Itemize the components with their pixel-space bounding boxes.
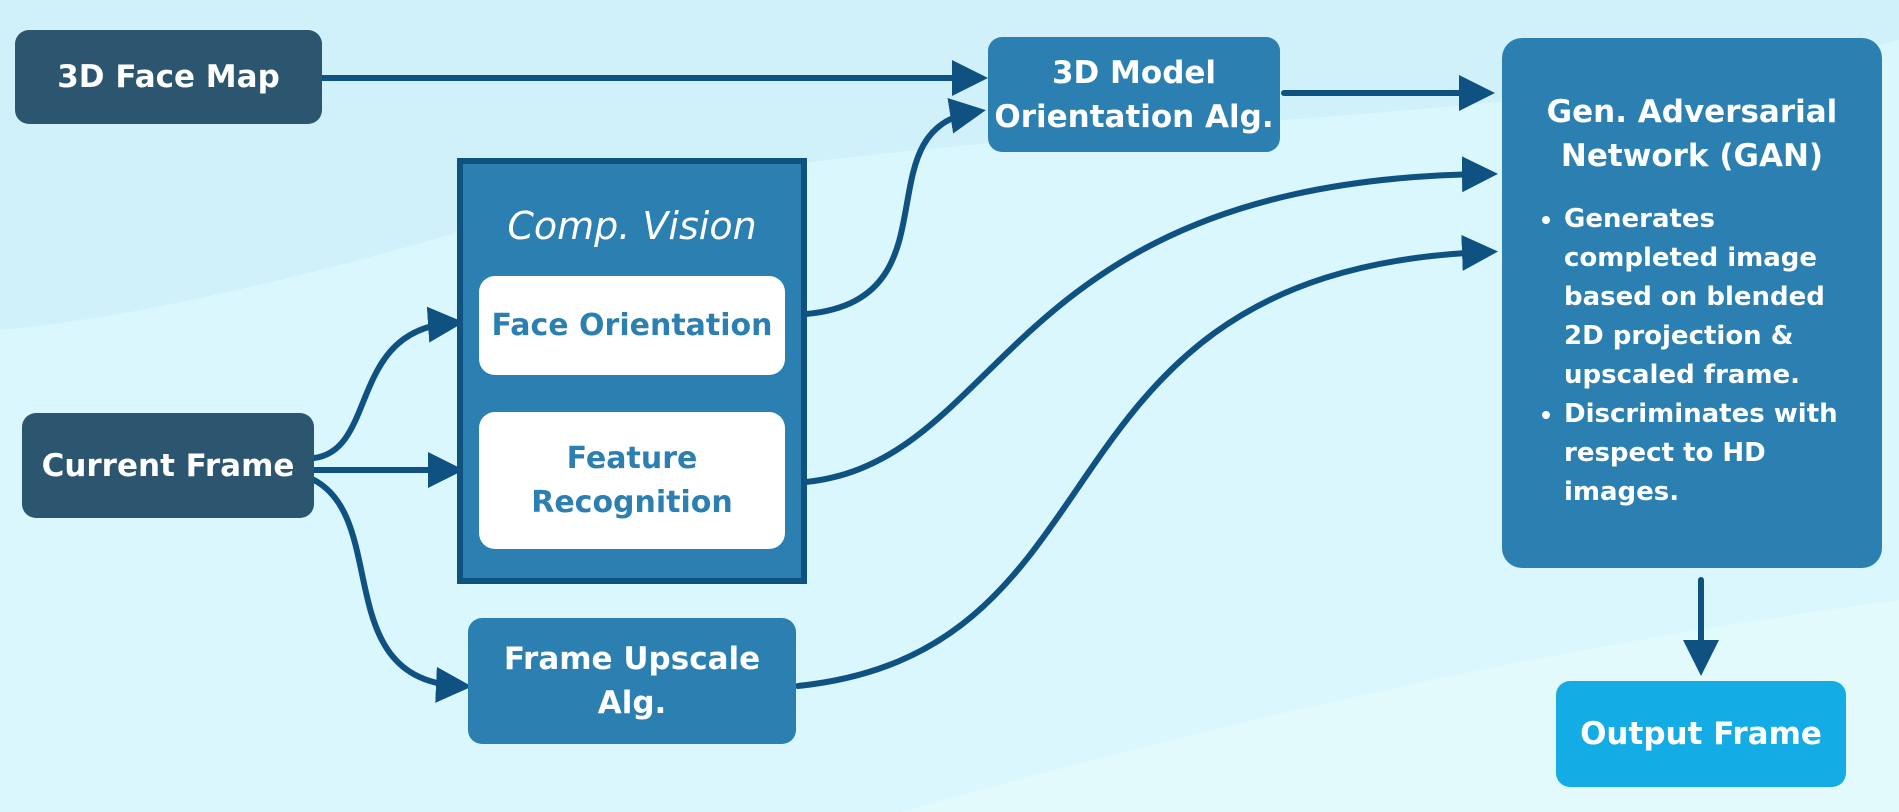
node-3d-model-orientation-line1: 3D Model [1051,54,1217,91]
gan-title-line2: Network (GAN) [1560,138,1824,174]
gan-bullet-list: Generates completed image based on blend… [1502,200,1882,512]
node-frame-upscale-line1: Frame Upscale [503,641,761,677]
arrow-face-orientation-to-model [803,98,986,317]
gan-title-line1: Gen. Adversarial [1546,94,1838,130]
node-output-frame-label: Output Frame [1580,716,1822,752]
node-face-orientation: Face Orientation [479,276,785,375]
gan-bullet: Generates completed image based on blend… [1564,200,1862,395]
gan-bullet: Discriminates with respect to HD images. [1564,395,1862,512]
gan-title: Gen. Adversarial Network (GAN) [1502,90,1882,178]
node-face-orientation-label: Face Orientation [491,307,773,343]
comp-vision-title: Comp. Vision [507,204,757,248]
node-current-frame: Current Frame [22,413,314,518]
node-frame-upscale-line2: Alg. [597,685,667,721]
arrow-upscale-to-gan [795,234,1498,689]
arrow-feature-recognition-to-gan [803,156,1498,485]
node-feature-recognition-line2: Recognition [531,484,733,520]
node-feature-recognition-line1: Feature [566,440,698,476]
node-3d-face-map-label: 3D Face Map [57,59,280,95]
node-output-frame: Output Frame [1556,681,1846,787]
arrow-frame-to-upscale [311,477,472,703]
arrow-frame-to-face-orientation [311,306,464,461]
node-3d-model-orientation-line2: Orientation Alg. [994,98,1274,135]
node-gan: Gen. Adversarial Network (GAN) Generates… [1502,38,1882,568]
node-3d-face-map: 3D Face Map [15,30,322,124]
node-3d-model-orientation: 3D Model Orientation Alg. [988,37,1280,152]
node-current-frame-label: Current Frame [41,447,295,484]
node-frame-upscale: Frame Upscale Alg. [468,618,796,744]
node-feature-recognition: Feature Recognition [479,412,785,549]
